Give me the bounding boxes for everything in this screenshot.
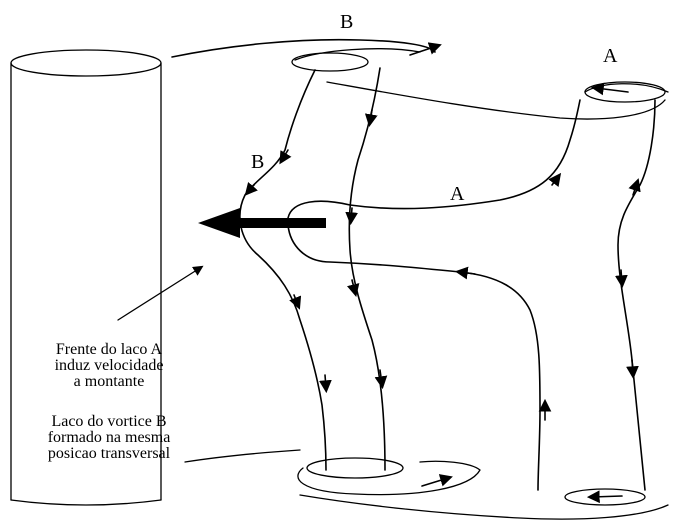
vortex-leg-b-right	[345, 67, 388, 471]
vortex-leg-b-left	[239, 69, 332, 471]
cylinder-bottom	[10, 499, 162, 506]
label-a-top: A	[603, 45, 618, 67]
loop-note: Laco do vortice B formado na mesma posic…	[14, 414, 204, 462]
vortex-loop-b-top	[171, 38, 442, 72]
loop-note-line-1: Laco do vortice B	[51, 413, 167, 430]
vortex-leg-a-right	[615, 99, 656, 491]
vortex-loop-a-bottom	[299, 488, 669, 520]
vortex-loop-b-bottom	[297, 457, 481, 496]
upstream-velocity-arrow	[198, 208, 326, 238]
front-note: Frente do laco A induz velocidade a mont…	[14, 342, 204, 390]
upper-connector	[326, 81, 666, 120]
vortex-loop-a-top	[584, 81, 669, 103]
cylinder-top	[10, 49, 162, 77]
loop-note-line-3: posicao transversal	[47, 445, 171, 462]
label-b-leg: B	[251, 151, 264, 173]
loop-note-line-2: formado na mesma	[47, 429, 171, 446]
front-note-line-1: Frente do laco A	[55, 341, 163, 358]
front-note-pointer	[117, 265, 204, 321]
front-note-line-3: a montante	[73, 373, 145, 390]
vortex-loop-a-middle	[287, 99, 581, 491]
cylinder	[10, 49, 162, 506]
loop-note-pointer	[184, 449, 301, 463]
label-a-leg: A	[450, 183, 465, 205]
label-b-top: B	[340, 11, 353, 33]
front-note-line-2: induz velocidade	[54, 357, 164, 374]
